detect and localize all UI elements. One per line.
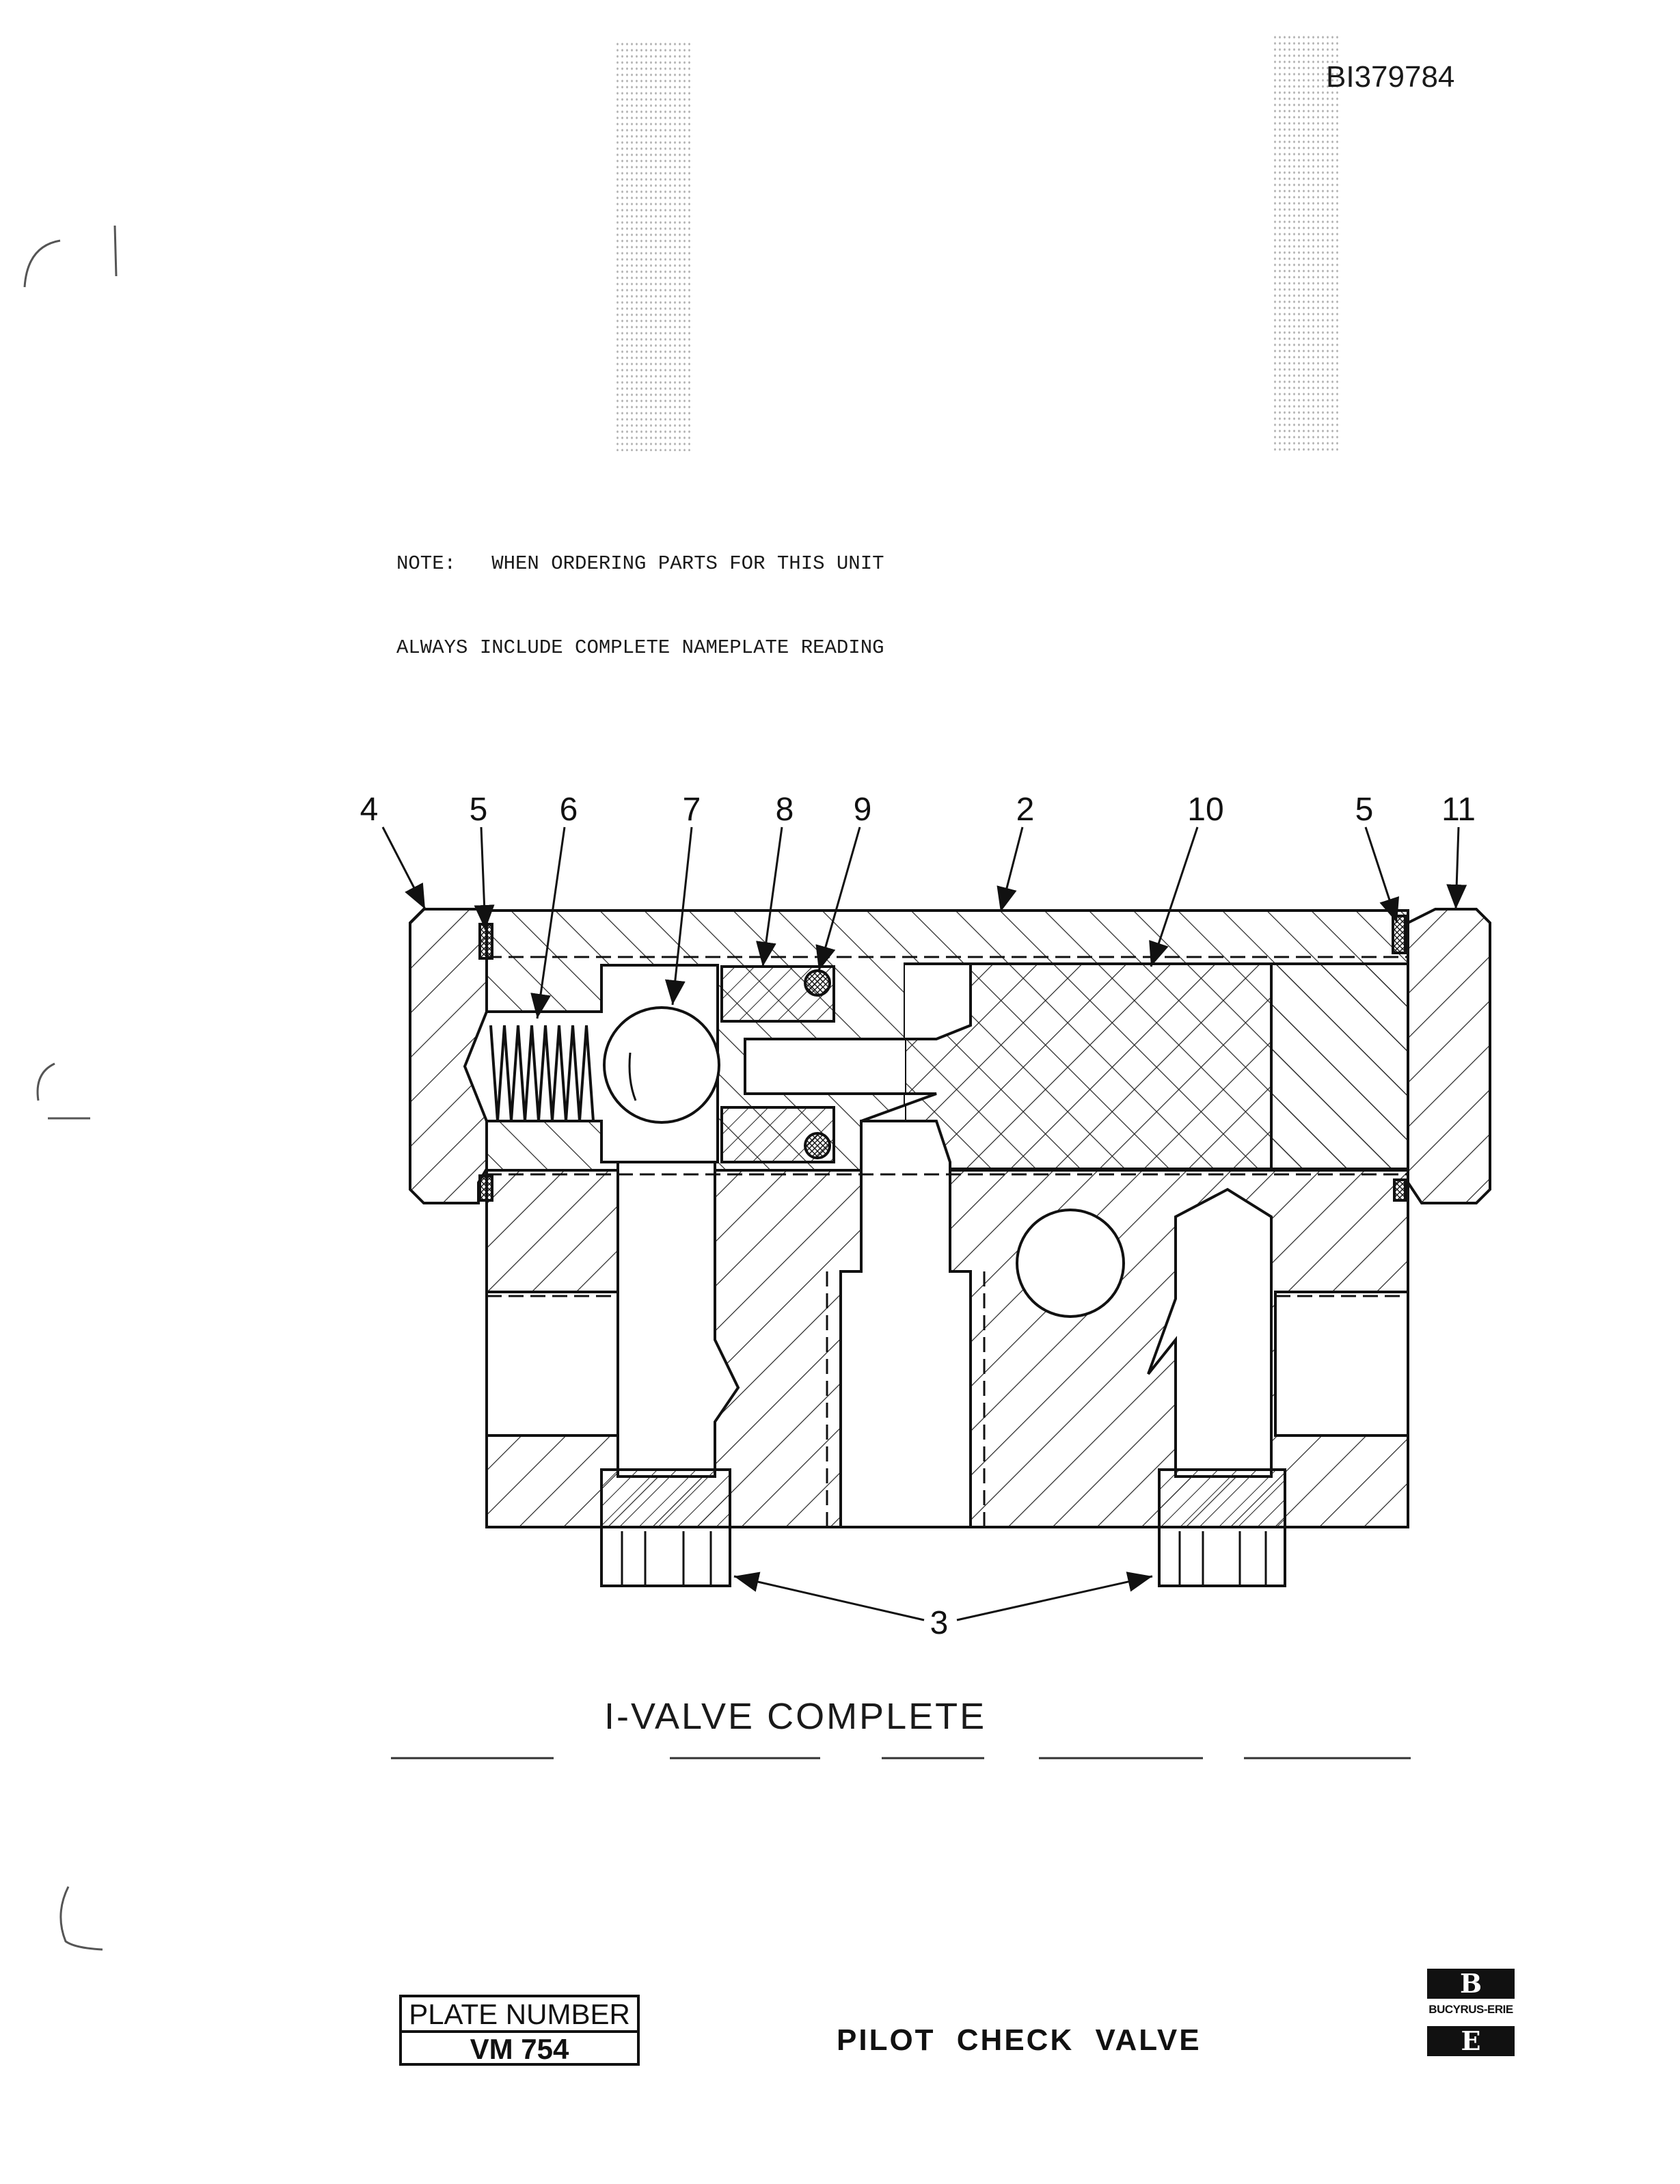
callout-labels: 4 5 6 7 8 9 2 10 5 11 3 bbox=[360, 792, 1476, 1641]
plate-number-box: PLATE NUMBER VM 754 bbox=[399, 1995, 640, 2066]
leader-9 bbox=[815, 826, 861, 971]
callout-7: 7 bbox=[683, 792, 701, 828]
leader-8 bbox=[756, 826, 783, 967]
logo-e-block: E bbox=[1427, 2026, 1515, 2056]
backup-ring-left-bottom bbox=[478, 1174, 493, 1202]
valve-body-lines bbox=[409, 908, 1491, 1587]
backup-ring-right-top bbox=[1392, 915, 1407, 954]
leader-6 bbox=[530, 826, 566, 1019]
drawing-caption: I-VALVE COMPLETE bbox=[604, 1696, 987, 1737]
leader-2 bbox=[997, 826, 1024, 913]
leader-4 bbox=[381, 826, 426, 910]
document-id: BI379784 bbox=[1326, 60, 1455, 94]
ordering-note: NOTE: WHEN ORDERING PARTS FOR THIS UNIT … bbox=[396, 494, 884, 690]
spring bbox=[489, 1025, 595, 1122]
cross-drill-port bbox=[1016, 1209, 1125, 1318]
leader-5-right bbox=[1364, 826, 1400, 924]
callout-4: 4 bbox=[360, 792, 379, 828]
end-cap-right bbox=[1407, 908, 1491, 1204]
logo-text: BUCYRUS-ERIE bbox=[1428, 2003, 1513, 2016]
callout-10: 10 bbox=[1187, 792, 1223, 828]
callout-5-left: 5 bbox=[470, 792, 488, 828]
hidden-lines bbox=[487, 956, 1408, 1527]
punch-hole-marks bbox=[23, 225, 118, 1951]
ordering-note-line-1: NOTE: WHEN ORDERING PARTS FOR THIS UNIT bbox=[396, 552, 884, 575]
callout-3: 3 bbox=[930, 1605, 949, 1641]
callout-2: 2 bbox=[1016, 792, 1035, 828]
callout-11: 11 bbox=[1441, 792, 1476, 828]
leader-5-left bbox=[474, 826, 495, 930]
plate-number-label: PLATE NUMBER bbox=[402, 1997, 637, 2033]
ordering-note-line-2: ALWAYS INCLUDE COMPLETE NAMEPLATE READIN… bbox=[396, 636, 884, 659]
callout-6: 6 bbox=[560, 792, 578, 828]
logo-b-block: B bbox=[1427, 1969, 1515, 1999]
o-ring-top bbox=[804, 969, 831, 997]
leader-10 bbox=[1149, 826, 1199, 967]
backup-ring-right-bottom bbox=[1393, 1178, 1407, 1202]
leader-lines bbox=[381, 826, 1467, 1621]
leader-3-left bbox=[733, 1572, 925, 1621]
bucyrus-erie-logo: B BUCYRUS-ERIE E bbox=[1423, 1969, 1519, 2058]
piston-end bbox=[1270, 962, 1409, 1170]
scan-noise-right bbox=[1273, 34, 1341, 451]
drawing-title: PILOT CHECK VALVE bbox=[837, 2023, 1202, 2057]
plate-number-value: VM 754 bbox=[470, 2033, 569, 2065]
leader-7 bbox=[664, 826, 693, 1006]
callout-9: 9 bbox=[854, 792, 872, 828]
check-ball bbox=[603, 1006, 720, 1124]
callout-8: 8 bbox=[776, 792, 794, 828]
o-ring-bottom bbox=[804, 1132, 831, 1159]
scan-noise-left bbox=[615, 41, 690, 451]
callout-5-right: 5 bbox=[1355, 792, 1374, 828]
leader-11 bbox=[1446, 826, 1467, 910]
leader-3-right bbox=[956, 1572, 1153, 1621]
